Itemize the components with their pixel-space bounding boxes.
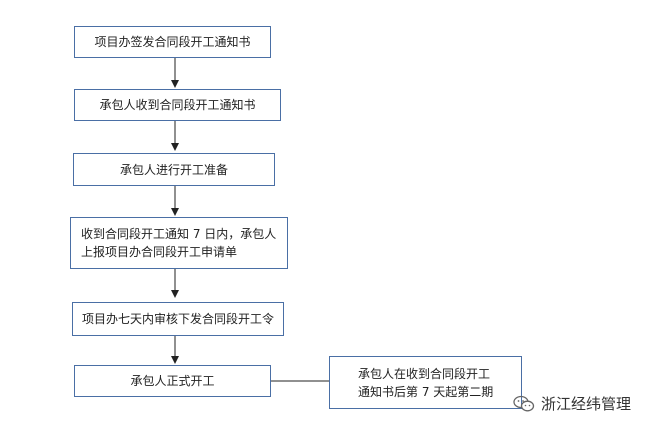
step-4-text-line-1: 收到合同段开工通知 7 日内，承包人 (81, 227, 277, 241)
step-6-text: 承包人正式开工 (130, 374, 215, 388)
step-1-box: 项目办签发合同段开工通知书 (74, 26, 271, 58)
step-1-text: 项目办签发合同段开工通知书 (94, 35, 251, 49)
arrowhead-1 (171, 80, 179, 88)
watermark-text: 浙江经纬管理 (540, 395, 631, 413)
side-note-line-2: 通知书后第 7 天起第二期 (358, 384, 494, 399)
arrowhead-2 (171, 143, 179, 151)
step-4-text-line-2: 上报项目办合同段开工申请单 (81, 245, 238, 259)
arrowhead-3 (171, 208, 179, 216)
step-3-text: 承包人进行开工准备 (119, 162, 228, 177)
step-3-box: 承包人进行开工准备 (73, 153, 275, 186)
arrowhead-4 (171, 290, 179, 298)
wechat-icon (513, 395, 535, 411)
step-5-box: 项目办七天内审核下发合同段开工令 (72, 302, 284, 336)
step-5-text: 项目办七天内审核下发合同段开工令 (81, 312, 274, 326)
step-2-text: 承包人收到合同段开工通知书 (99, 98, 256, 112)
watermark: 浙江经纬管理 (513, 393, 631, 414)
side-note-box: 承包人在收到合同段开工 通知书后第 7 天起第二期 (329, 356, 522, 409)
arrowhead-5 (171, 356, 179, 364)
step-4-box: 收到合同段开工通知 7 日内，承包人 上报项目办合同段开工申请单 (70, 217, 288, 269)
step-2-box: 承包人收到合同段开工通知书 (74, 89, 281, 121)
step-6-box: 承包人正式开工 (74, 365, 271, 397)
side-note-line-1: 承包人在收到合同段开工 (358, 366, 491, 381)
